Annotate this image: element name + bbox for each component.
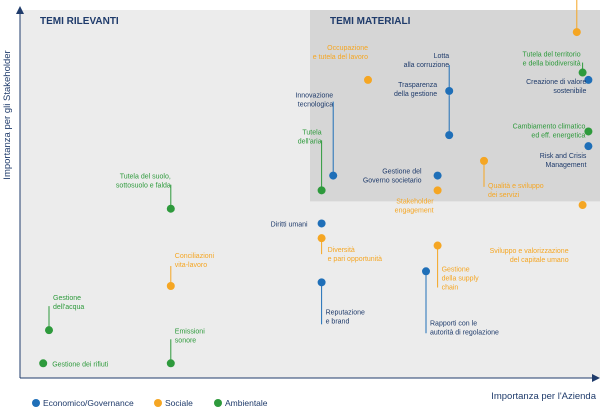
point-salute-e-sicurezza bbox=[572, 28, 581, 37]
point-gestione-dei-rifiuti bbox=[39, 359, 48, 368]
point-reputazione-e-brand bbox=[317, 278, 326, 287]
legend: Economico/Governance Sociale Ambientale bbox=[32, 398, 268, 408]
point-labels: Salutee sicurezzaTutela del territorioe … bbox=[52, 45, 587, 368]
legend-marker-2 bbox=[214, 399, 222, 407]
label-diritti-umani: Diritti umani bbox=[271, 221, 308, 228]
quadrant-title-relevant: TEMI RILEVANTI bbox=[40, 16, 119, 27]
point-occupazione-e-tutela-del-lavoro bbox=[364, 75, 372, 84]
legend-label-2: Ambientale bbox=[225, 398, 268, 408]
point-diversit-e-pari-opportunit bbox=[317, 234, 326, 243]
point-trasparenza-della-gestione bbox=[445, 131, 454, 140]
point-cambiamento-climatico-ed-eff-energetica bbox=[584, 127, 593, 136]
point-diritti-umani bbox=[317, 219, 326, 228]
legend-marker-1 bbox=[154, 399, 162, 407]
point-tutela-del-suolo-sottosuolo-e-falda bbox=[166, 204, 175, 213]
label-gestione-dei-rifiuti: Gestione dei rifiuti bbox=[52, 361, 108, 368]
point-tutela-dell-aria bbox=[317, 186, 326, 195]
point-tutela-del-territorio-e-della-biodiversit bbox=[578, 68, 587, 77]
point-emissioni-sonore bbox=[166, 359, 175, 368]
point-conciliazioni-vita-lavoro bbox=[166, 282, 175, 290]
point-gestione-della-supply-chain bbox=[433, 241, 442, 250]
legend-marker-0 bbox=[32, 399, 40, 407]
data-points bbox=[39, 28, 593, 368]
point-creazione-di-valore-sostenibile bbox=[584, 75, 593, 84]
y-axis-title: Importanza per gli Stakeholder bbox=[2, 50, 13, 179]
quadrant-title-material: TEMI MATERIALI bbox=[330, 16, 411, 27]
point-gestione-dell-acqua bbox=[45, 326, 53, 335]
x-axis-title: Importanza per l'Azienda bbox=[491, 391, 597, 402]
material-topics-area bbox=[310, 10, 600, 202]
point-risk-and-crisis-management bbox=[584, 142, 593, 151]
label-tutela-del-suolo-sottosuolo-e-falda: Tutela del suolo,sottosuolo e falda bbox=[116, 174, 171, 190]
point-innovazione-tecnologica bbox=[329, 171, 338, 180]
point-qualit-e-sviluppo-dei-servizi bbox=[480, 156, 488, 165]
legend-label-0: Economico/Governance bbox=[43, 398, 134, 408]
y-axis-arrow bbox=[16, 6, 24, 14]
x-axis-arrow bbox=[592, 374, 600, 382]
legend-label-1: Sociale bbox=[165, 398, 193, 408]
point-gestione-del-governo-societario bbox=[433, 171, 442, 180]
point-lotta-alla-corruzione bbox=[445, 86, 454, 95]
point-rapporti-con-le-autorit-di-regolazione bbox=[422, 267, 430, 276]
point-stakeholder-engagement bbox=[433, 186, 442, 195]
point-sviluppo-e-valorizzazione-del-capitale-umano bbox=[578, 201, 587, 210]
